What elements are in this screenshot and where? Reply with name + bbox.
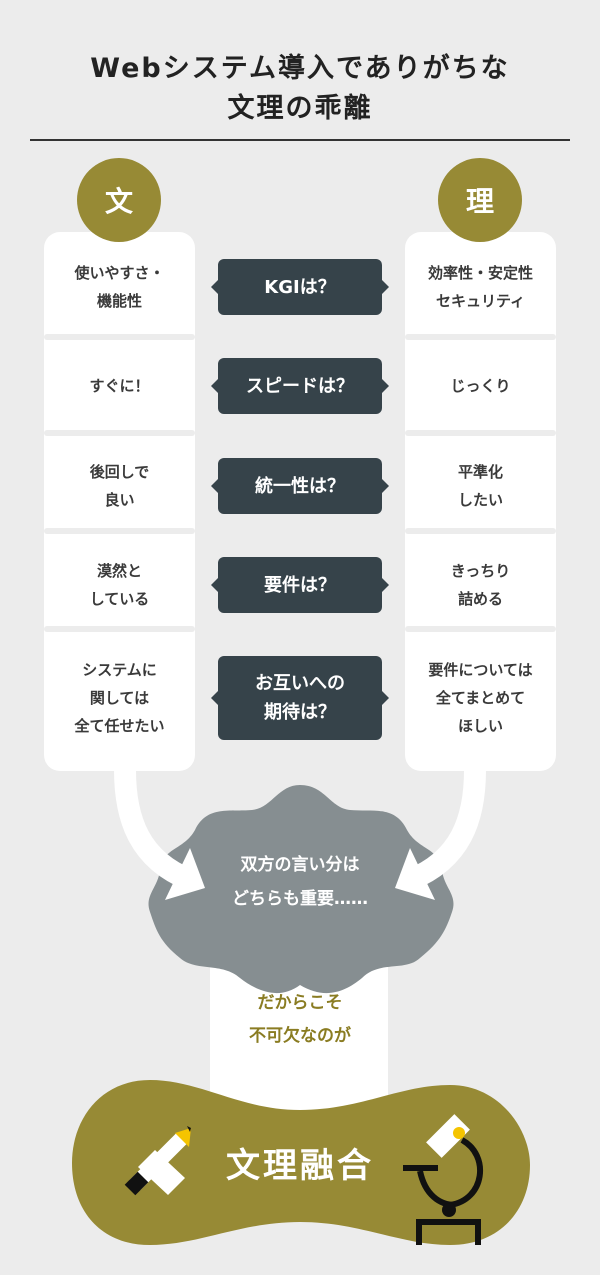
question-label: スピードは？ xyxy=(211,358,389,414)
olive-blob xyxy=(72,1080,530,1245)
left-cell: 使いやすさ・ 機能性 xyxy=(74,264,165,310)
left-cell: すぐに！ xyxy=(89,377,150,395)
right-cell: 平準化 したい xyxy=(457,463,503,509)
ri-circle: 理 xyxy=(438,158,522,242)
right-cell: 効率性・安定性 セキュリティ xyxy=(427,264,533,310)
left-column: 使いやすさ・ 機能性 すぐに！ 後回しで 良い 漠然と している システムに 関… xyxy=(44,232,195,771)
left-curve-arrow xyxy=(114,770,195,891)
right-cell: じっくり xyxy=(450,377,511,395)
cloud-shape xyxy=(148,785,454,994)
question-label: 要件は？ xyxy=(211,557,389,613)
right-curve-arrow xyxy=(405,770,486,891)
question-label: 統一性は？ xyxy=(211,458,389,514)
cloud-text: 双方の言い分は どちらも重要…… xyxy=(232,855,368,909)
result-text: 文理融合 xyxy=(226,1146,374,1186)
pencil-icon xyxy=(124,1126,191,1196)
question-label: お互いへの 期待は？ xyxy=(211,656,389,740)
microscope-icon xyxy=(403,1114,484,1245)
left-cell: 漠然と している xyxy=(89,562,150,608)
left-cell: システムに 関しては 全て任せたい xyxy=(74,661,165,735)
bun-circle: 文 xyxy=(77,158,161,242)
right-cell: きっちり 詰める xyxy=(450,562,511,608)
arrow-text: だからこそ 不可欠なのが xyxy=(249,993,351,1046)
right-cell: 要件については 全てまとめて ほしい xyxy=(428,661,533,735)
title-line-1: Webシステム導入でありがちな xyxy=(90,53,510,84)
divider xyxy=(30,139,570,141)
title-line-2: 文理の乖離 xyxy=(227,93,373,124)
bottom-graphic xyxy=(72,770,530,1245)
right-column: 効率性・安定性 セキュリティ じっくり 平準化 したい きっちり 詰める 要件に… xyxy=(405,232,556,771)
left-cell: 後回しで 良い xyxy=(89,463,150,509)
question-label: KGIは？ xyxy=(211,259,389,315)
white-down-arrow xyxy=(210,955,388,1132)
